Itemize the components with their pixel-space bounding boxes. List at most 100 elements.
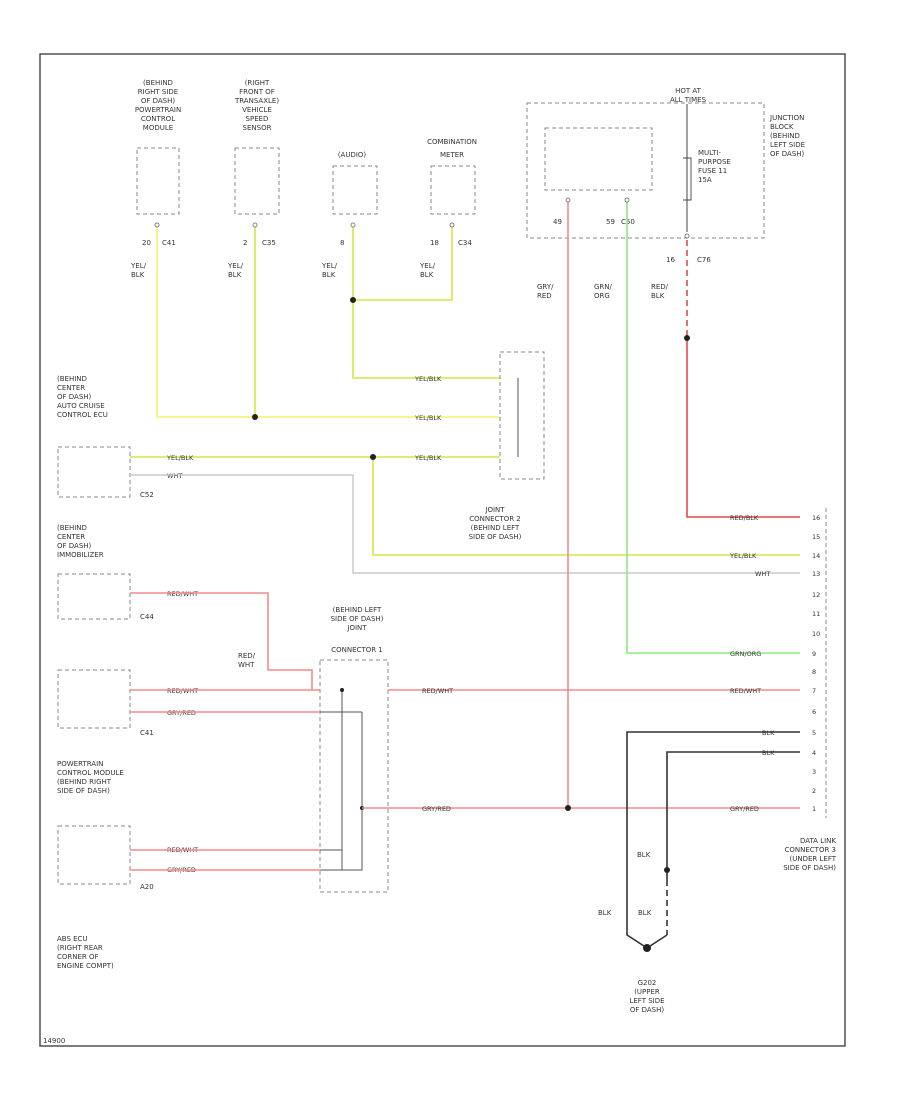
joint-connector-1-box: [319, 659, 389, 893]
pin-number: 8: [340, 239, 344, 247]
wire-immob-line: [130, 592, 313, 690]
wire-color: GRY/: [537, 283, 554, 291]
yel-blk-wires: [130, 225, 800, 556]
splice-dot: [565, 805, 571, 811]
wire-color: BLK: [762, 749, 775, 757]
splice-dot: [370, 454, 376, 460]
dlc-label: SIDE OF DASH): [783, 864, 836, 872]
component-label-line: (RIGHT: [245, 79, 270, 87]
joint1-label: JOINT: [346, 624, 367, 632]
dlc-pin: 2: [812, 787, 816, 795]
component-label-line: SENSOR: [243, 124, 272, 132]
immob-label: IMMOBILIZER: [57, 551, 104, 559]
pin-marker: [350, 222, 356, 228]
jb-wires: [567, 200, 800, 808]
diagram-id: 14900: [43, 1037, 65, 1045]
joint-bus-link: [320, 808, 363, 871]
abs-ecu: RED/WHT GRY/RED A20 ABS ECU (RIGHT REAR …: [57, 825, 320, 970]
joint1-right-wires: RED/WHT GRY/RED: [362, 687, 800, 813]
ground-label: LEFT SIDE: [629, 997, 664, 1005]
dlc-pin: 8: [812, 668, 816, 676]
pin-marker: [252, 222, 258, 228]
ground-wires: BLK BLK BLK G202 (UPPER LEFT SIDE OF DAS…: [598, 731, 800, 1014]
ground-g202-icon: [643, 944, 651, 952]
pcm-box: [57, 669, 131, 729]
joint2-label: CONNECTOR 2: [469, 515, 521, 523]
connector-id: C41: [140, 729, 154, 737]
joint1-label: SIDE OF DASH): [331, 615, 384, 623]
component-label-line: CONTROL: [141, 115, 175, 123]
immob-label: (BEHIND: [57, 524, 87, 532]
pin-number: 2: [243, 239, 247, 247]
wire-color: RED/: [651, 283, 669, 291]
dlc-pin: 3: [812, 768, 816, 776]
wire-blk-ground-2: [666, 751, 800, 880]
pin-number: 49: [553, 218, 562, 226]
wire-pcm-vss-line: [156, 225, 500, 418]
pin-number: 16: [666, 256, 675, 264]
fuse-label: PURPOSE: [698, 158, 731, 166]
wire-color: RED: [537, 292, 552, 300]
dlc-label: CONNECTOR 3: [784, 846, 836, 854]
ground-label: G202: [638, 979, 657, 987]
hot-label: ALL TIMES: [670, 96, 707, 104]
component-label-line: METER: [440, 151, 464, 159]
wire-color: BLK: [322, 271, 336, 279]
component-label-line: COMBINATION: [427, 138, 477, 146]
component-box: [136, 147, 180, 215]
dlc-pin: 15: [812, 533, 820, 541]
wire-color: RED/: [238, 652, 256, 660]
connector-id: C41: [162, 239, 176, 247]
dlc-pin: 12: [812, 591, 820, 599]
fuse-label: MULTI-: [698, 149, 721, 157]
junction-block-inner: [544, 127, 653, 191]
splice-dot: [350, 297, 356, 303]
wire-color: RED/WHT: [730, 687, 761, 695]
pin-number: 18: [430, 239, 439, 247]
wire-color: YEL/: [321, 262, 338, 270]
wire-color: BLK: [651, 292, 665, 300]
pin-number: 59: [606, 218, 615, 226]
wire-color: YEL/BLK: [414, 375, 442, 383]
wire-blk-ground-1: [626, 731, 800, 949]
splice-dot: [340, 688, 344, 692]
ecu-label: CENTER: [57, 384, 85, 392]
diagram-frame: [39, 53, 846, 1047]
dlc-pin: 6: [812, 708, 816, 716]
component-label-line: RIGHT SIDE: [138, 88, 178, 96]
connector-id: C34: [458, 239, 472, 247]
fuse-symbol: [683, 157, 692, 201]
abs-label: ABS ECU: [57, 935, 88, 943]
connector-id: C50: [621, 218, 635, 226]
dlc-pin: 10: [812, 630, 820, 638]
wire-color: RED/BLK: [730, 514, 759, 522]
component-vss: (RIGHT FRONT OF TRANSAXLE) VEHICLE SPEED…: [227, 79, 280, 279]
component-label-line: (BEHIND: [143, 79, 173, 87]
wire-color: GRY/RED: [167, 709, 196, 717]
component-label-line: SPEED: [246, 115, 269, 123]
connector-id: C44: [140, 613, 154, 621]
wire-color: YEL/: [130, 262, 147, 270]
wire-color: BLK: [762, 729, 775, 737]
component-label-line: (AUDIO): [338, 151, 367, 159]
ecu-label: (BEHIND: [57, 375, 87, 383]
component-box: [332, 165, 378, 215]
connector-id: C35: [262, 239, 276, 247]
fuse-label: FUSE 11: [698, 167, 727, 175]
ground-label: OF DASH): [630, 1006, 665, 1014]
pcm-label: POWERTRAIN: [57, 760, 103, 768]
pin-marker: [565, 197, 571, 203]
pin-marker: [154, 222, 160, 228]
wire-audio-joint-line: [352, 300, 500, 379]
wire-color: ORG: [594, 292, 610, 300]
joint1-label: CONNECTOR 1: [331, 646, 383, 654]
wire-dlc-yel-line: [372, 457, 800, 556]
component-box: [234, 147, 280, 215]
dlc-label: DATA LINK: [800, 837, 836, 845]
dlc-pin: 13: [812, 570, 820, 578]
dlc-pin: 7: [812, 687, 816, 695]
splice-dot: [252, 414, 258, 420]
pin-number: 20: [142, 239, 151, 247]
component-combination-meter: COMBINATION METER 18 C34 YEL/ BLK: [419, 138, 477, 279]
junction-label: (BEHIND: [770, 132, 800, 140]
